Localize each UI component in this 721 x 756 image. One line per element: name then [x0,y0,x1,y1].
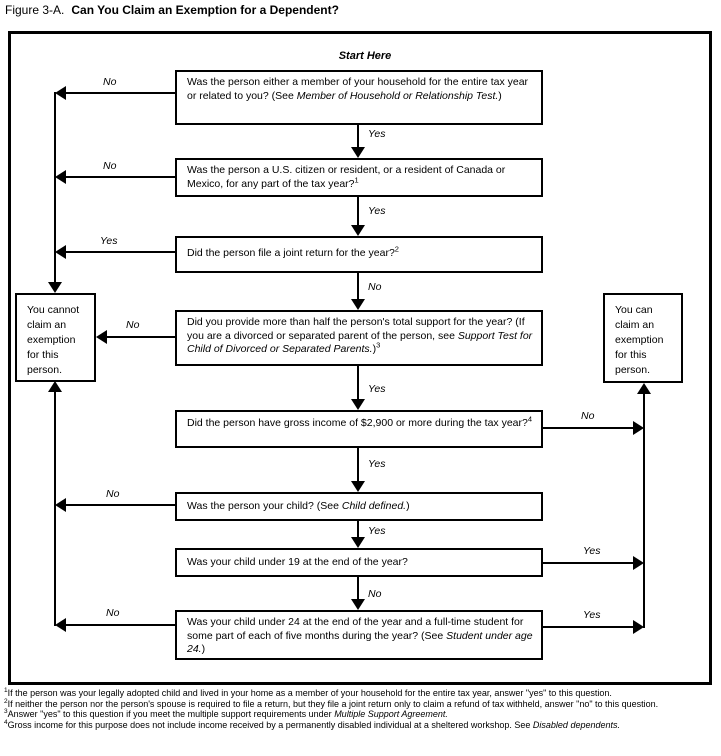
arrowhead-down-icon [351,299,365,310]
outcome-box-cannot-claim: You cannot claim an exemption for this p… [15,293,96,382]
footnote-2: 2If neither the person nor the person's … [4,697,659,709]
question-box-citizen: Was the person a U.S. citizen or residen… [175,158,543,197]
connector-q5-no [543,427,633,429]
arrowhead-right-icon [633,556,644,570]
edge-label-q5-no: No [581,410,595,422]
edge-label-q4-no: No [126,319,140,331]
arrowhead-up-icon [48,381,62,392]
arrowhead-up-icon [637,383,651,394]
arrowhead-right-icon [633,620,644,634]
connector-q8-yes [543,626,633,628]
edge-label-q7-yes: Yes [583,545,601,557]
footnotes: 1If the person was your legally adopted … [4,687,704,730]
arrowhead-left-icon [55,245,66,259]
flowchart-border [8,31,712,685]
connector-q6-q7 [357,521,359,538]
arrowhead-left-icon [55,618,66,632]
question-box-gross-income: Did the person have gross income of $2,9… [175,410,543,448]
question-box-under-24-student: Was your child under 24 at the end of th… [175,610,543,660]
start-here-label: Start Here [338,50,392,62]
edge-label-q2-yes: Yes [368,205,386,217]
rail-left-bottom [54,392,56,626]
rail-right [643,394,645,628]
footnote-4: 4Gross income for this purpose does not … [4,718,620,730]
connector-q2-no [66,176,175,178]
arrowhead-down-icon [351,537,365,548]
figure-number: Figure 3-A. [5,3,65,17]
arrowhead-down-icon [351,399,365,410]
edge-label-q7-no: No [368,588,382,600]
arrowhead-down-icon [351,481,365,492]
rail-left-top [54,92,56,283]
question-box-under-19: Was your child under 19 at the end of th… [175,548,543,577]
question-box-your-child: Was the person your child? (See Child de… [175,492,543,521]
connector-q5-q6 [357,448,359,482]
edge-label-q5-yes: Yes [368,458,386,470]
question-box-household: Was the person either a member of your h… [175,70,543,125]
figure-title-text: Can You Claim an Exemption for a Depende… [71,3,339,17]
outcome-box-can-claim: You can claim an exemption for this pers… [603,293,683,383]
edge-label-q6-no: No [106,488,120,500]
edge-label-q2-no: No [103,160,117,172]
connector-q8-no [66,624,175,626]
connector-q1-q2 [357,125,359,148]
edge-label-q3-no: No [368,281,382,293]
question-box-joint-return: Did the person file a joint return for t… [175,236,543,273]
arrowhead-down-icon [351,225,365,236]
connector-q4-no [107,336,175,338]
edge-label-q3-yes: Yes [100,235,118,247]
connector-q1-no [66,92,175,94]
edge-label-q8-yes: Yes [583,609,601,621]
arrowhead-down-icon [48,282,62,293]
arrowhead-down-icon [351,599,365,610]
arrowhead-right-icon [633,421,644,435]
connector-q4-q5 [357,366,359,400]
connector-q2-q3 [357,197,359,226]
arrowhead-left-icon [96,330,107,344]
question-box-support: Did you provide more than half the perso… [175,310,543,366]
edge-label-q1-no: No [103,76,117,88]
connector-q6-no [66,504,175,506]
connector-q7-q8 [357,577,359,600]
arrowhead-down-icon [351,147,365,158]
footnote-3: 3Answer "yes" to this question if you me… [4,708,448,719]
edge-label-q4-yes: Yes [368,383,386,395]
footnote-1: 1If the person was your legally adopted … [4,687,612,698]
connector-q7-yes [543,562,633,564]
connector-q3-yes [66,251,175,253]
arrowhead-left-icon [55,170,66,184]
connector-q3-q4 [357,273,359,300]
edge-label-q8-no: No [106,607,120,619]
arrowhead-left-icon [55,86,66,100]
edge-label-q1-yes: Yes [368,128,386,140]
figure-title: Figure 3-A. Can You Claim an Exemption fo… [5,3,339,17]
edge-label-q6-yes: Yes [368,525,386,537]
arrowhead-left-icon [55,498,66,512]
